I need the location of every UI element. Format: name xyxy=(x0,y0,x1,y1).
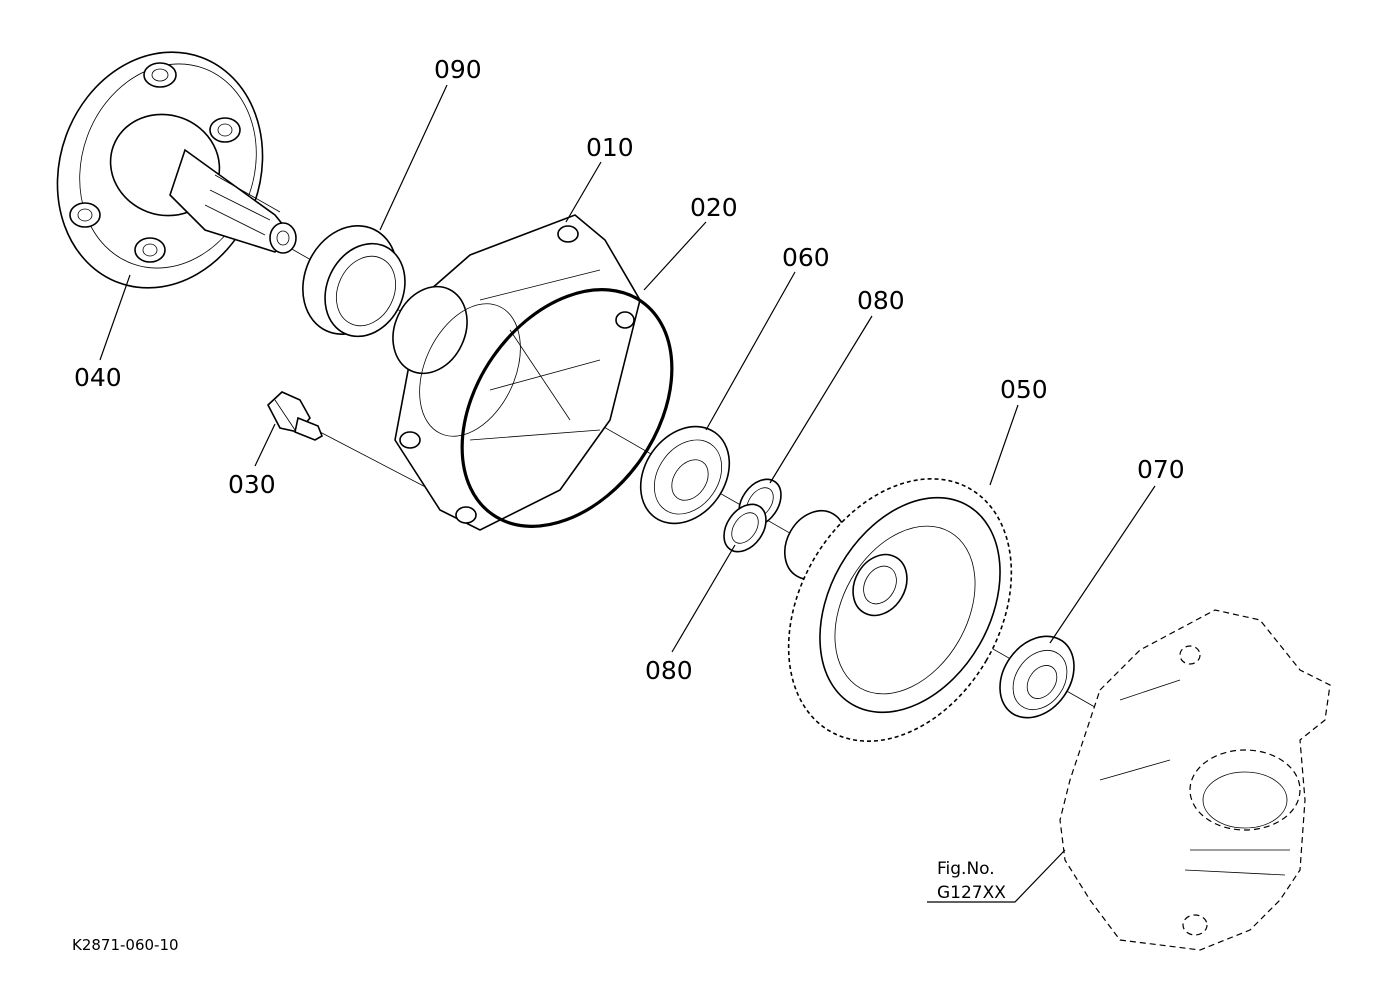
leader-010 xyxy=(565,161,602,223)
leader-090 xyxy=(379,84,448,231)
callout-070: 070 xyxy=(1137,455,1185,484)
part-020-o-ring xyxy=(460,288,674,528)
part-070-bearing xyxy=(999,635,1075,719)
callout-080-top: 080 xyxy=(857,286,905,315)
leader-060 xyxy=(705,271,796,431)
part-010-case xyxy=(392,214,641,531)
reference-housing xyxy=(1059,609,1331,951)
callout-090: 090 xyxy=(434,55,482,84)
part-060-bearing xyxy=(639,425,731,525)
leader-fig-ref xyxy=(927,849,1066,903)
leader-020 xyxy=(643,221,707,291)
fig-ref-line1: Fig.No. xyxy=(937,859,995,879)
callout-020: 020 xyxy=(690,193,738,222)
callout-030: 030 xyxy=(228,470,276,499)
part-090-oil-seal xyxy=(302,225,406,338)
leader-080-top xyxy=(769,315,873,484)
drawing-code: K2871-060-10 xyxy=(72,936,179,954)
leader-070 xyxy=(1049,485,1156,644)
callout-040: 040 xyxy=(74,363,122,392)
callout-080-bottom: 080 xyxy=(645,656,693,685)
callout-010: 010 xyxy=(586,133,634,162)
part-050-bevel-gear xyxy=(784,478,1013,742)
leader-050 xyxy=(989,404,1019,486)
fig-ref-line2: G127XX xyxy=(937,883,1006,903)
leader-030 xyxy=(254,423,276,467)
callout-050: 050 xyxy=(1000,375,1048,404)
leader-040 xyxy=(99,274,131,361)
part-030-plug xyxy=(267,391,324,441)
leader-080-bottom xyxy=(671,544,736,653)
part-080-shim-bottom xyxy=(723,503,767,553)
part-040-hub-flange xyxy=(56,51,297,289)
callout-060: 060 xyxy=(782,243,830,272)
